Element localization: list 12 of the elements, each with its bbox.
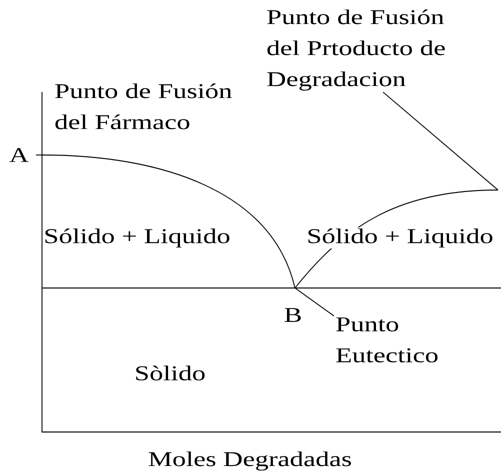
region-label: Sòlido [136, 366, 205, 380]
region-label: Sólido + Liquido [306, 227, 494, 249]
point-label: A [9, 148, 29, 162]
axis-label: Moles Degradadas [148, 451, 351, 471]
callout-text: Punto de Fusión del Prtoducto de Degradacion [267, 9, 445, 91]
leader-line [294, 288, 334, 316]
region-label: Sólido + Liquido [45, 228, 230, 248]
liquidus-curve [42, 154, 296, 288]
leader-line [382, 92, 498, 190]
callout-text: Punto Eutectico [336, 317, 438, 362]
curve-label: Punto de Fusión del Fármaco [55, 83, 232, 130]
point-label: B [284, 308, 301, 322]
